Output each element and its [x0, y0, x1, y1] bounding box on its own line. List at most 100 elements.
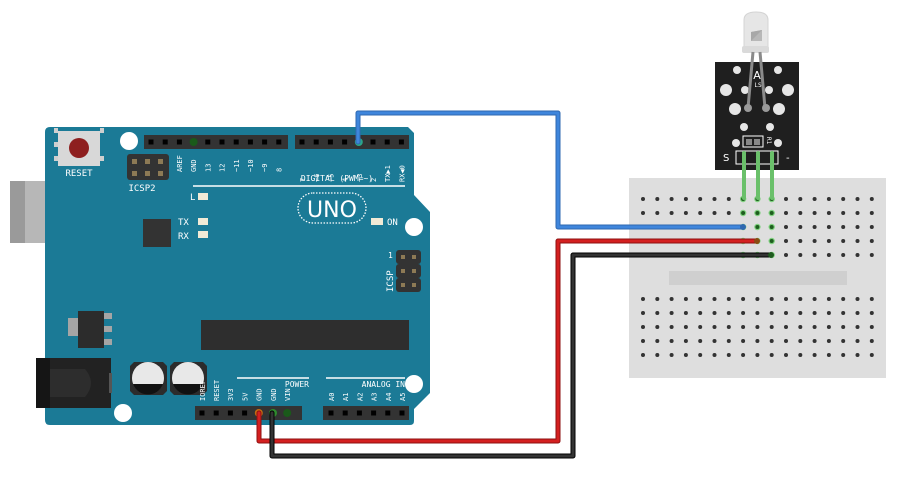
breadboard-hole[interactable]: [669, 353, 674, 357]
breadboard-hole[interactable]: [669, 197, 674, 201]
header-pin[interactable]: [371, 410, 377, 416]
breadboard-hole[interactable]: [741, 297, 746, 301]
breadboard-hole[interactable]: [655, 353, 660, 357]
breadboard-hole[interactable]: [855, 311, 860, 315]
header-pin[interactable]: [213, 410, 219, 416]
breadboard-hole[interactable]: [798, 239, 803, 243]
breadboard-hole[interactable]: [869, 211, 874, 215]
breadboard-hole[interactable]: [869, 297, 874, 301]
breadboard-hole[interactable]: [784, 297, 788, 301]
breadboard-hole[interactable]: [784, 253, 788, 257]
breadboard-hole[interactable]: [741, 311, 746, 315]
breadboard-hole[interactable]: [769, 311, 774, 315]
breadboard-hole[interactable]: [826, 239, 831, 243]
breadboard-hole[interactable]: [726, 211, 731, 215]
breadboard-hole[interactable]: [826, 325, 831, 329]
breadboard-hole[interactable]: [726, 311, 731, 315]
breadboard-hole[interactable]: [712, 325, 717, 329]
breadboard-hole[interactable]: [812, 297, 817, 301]
breadboard-hole[interactable]: [769, 239, 774, 243]
breadboard-hole[interactable]: [683, 197, 688, 201]
breadboard-hole[interactable]: [826, 339, 831, 343]
breadboard-hole[interactable]: [855, 239, 860, 243]
header-pin[interactable]: [398, 139, 404, 145]
breadboard-hole[interactable]: [712, 211, 717, 215]
breadboard-hole[interactable]: [812, 225, 817, 229]
breadboard-hole[interactable]: [683, 353, 688, 357]
breadboard-hole[interactable]: [841, 297, 846, 301]
breadboard-hole[interactable]: [784, 211, 788, 215]
breadboard-hole[interactable]: [812, 339, 817, 343]
breadboard-hole[interactable]: [698, 325, 703, 329]
breadboard-hole[interactable]: [869, 339, 874, 343]
header-pin[interactable]: [342, 139, 348, 145]
header-pin[interactable]: [356, 410, 362, 416]
breadboard-hole[interactable]: [655, 311, 660, 315]
header-pin[interactable]: [342, 410, 348, 416]
breadboard-hole[interactable]: [869, 239, 874, 243]
header-pin[interactable]: [205, 139, 211, 145]
breadboard-hole[interactable]: [841, 211, 846, 215]
breadboard-hole[interactable]: [826, 197, 831, 201]
breadboard-hole[interactable]: [798, 325, 803, 329]
breadboard-hole[interactable]: [755, 325, 760, 329]
breadboard-hole[interactable]: [826, 353, 831, 357]
breadboard-hole[interactable]: [784, 311, 788, 315]
header-pin[interactable]: [385, 410, 391, 416]
breadboard-hole[interactable]: [841, 311, 846, 315]
breadboard-hole[interactable]: [683, 311, 688, 315]
breadboard-hole[interactable]: [698, 353, 703, 357]
breadboard-hole[interactable]: [855, 297, 860, 301]
breadboard-hole[interactable]: [798, 225, 803, 229]
breadboard-hole[interactable]: [769, 339, 774, 343]
breadboard-hole[interactable]: [841, 225, 846, 229]
header-pin[interactable]: [233, 139, 239, 145]
breadboard-hole[interactable]: [726, 339, 731, 343]
breadboard-hole[interactable]: [712, 339, 717, 343]
breadboard-hole[interactable]: [669, 311, 674, 315]
breadboard-hole[interactable]: [826, 297, 831, 301]
breadboard-hole[interactable]: [841, 197, 846, 201]
breadboard-hole[interactable]: [698, 339, 703, 343]
header-pin[interactable]: [189, 138, 198, 146]
header-pin[interactable]: [199, 410, 205, 416]
header-pin[interactable]: [247, 139, 253, 145]
breadboard-hole[interactable]: [869, 253, 874, 257]
breadboard-hole[interactable]: [698, 211, 703, 215]
breadboard-hole[interactable]: [798, 353, 803, 357]
breadboard-hole[interactable]: [784, 239, 788, 243]
breadboard-hole[interactable]: [812, 197, 817, 201]
breadboard-hole[interactable]: [798, 339, 803, 343]
breadboard-hole[interactable]: [798, 297, 803, 301]
breadboard-hole[interactable]: [755, 353, 760, 357]
breadboard-hole[interactable]: [755, 311, 760, 315]
breadboard-hole[interactable]: [641, 353, 645, 357]
breadboard-hole[interactable]: [698, 197, 703, 201]
breadboard-hole[interactable]: [869, 353, 874, 357]
breadboard-hole[interactable]: [855, 253, 860, 257]
breadboard-hole[interactable]: [841, 325, 846, 329]
breadboard-hole[interactable]: [726, 353, 731, 357]
breadboard-hole[interactable]: [769, 325, 774, 329]
breadboard-hole[interactable]: [769, 211, 774, 215]
header-pin[interactable]: [299, 139, 305, 145]
breadboard-hole[interactable]: [726, 297, 731, 301]
breadboard-hole[interactable]: [784, 353, 788, 357]
breadboard-hole[interactable]: [741, 353, 746, 357]
breadboard-hole[interactable]: [741, 211, 746, 215]
breadboard-hole[interactable]: [755, 297, 760, 301]
breadboard-hole[interactable]: [841, 339, 846, 343]
breadboard-hole[interactable]: [798, 197, 803, 201]
breadboard-hole[interactable]: [641, 311, 645, 315]
breadboard-hole[interactable]: [712, 297, 717, 301]
header-pin[interactable]: [313, 139, 319, 145]
breadboard-hole[interactable]: [826, 253, 831, 257]
breadboard-hole[interactable]: [841, 239, 846, 243]
breadboard-hole[interactable]: [869, 311, 874, 315]
breadboard-hole[interactable]: [683, 325, 688, 329]
breadboard-hole[interactable]: [641, 211, 645, 215]
header-pin[interactable]: [370, 139, 376, 145]
breadboard-hole[interactable]: [669, 297, 674, 301]
breadboard-hole[interactable]: [855, 353, 860, 357]
breadboard-hole[interactable]: [683, 297, 688, 301]
